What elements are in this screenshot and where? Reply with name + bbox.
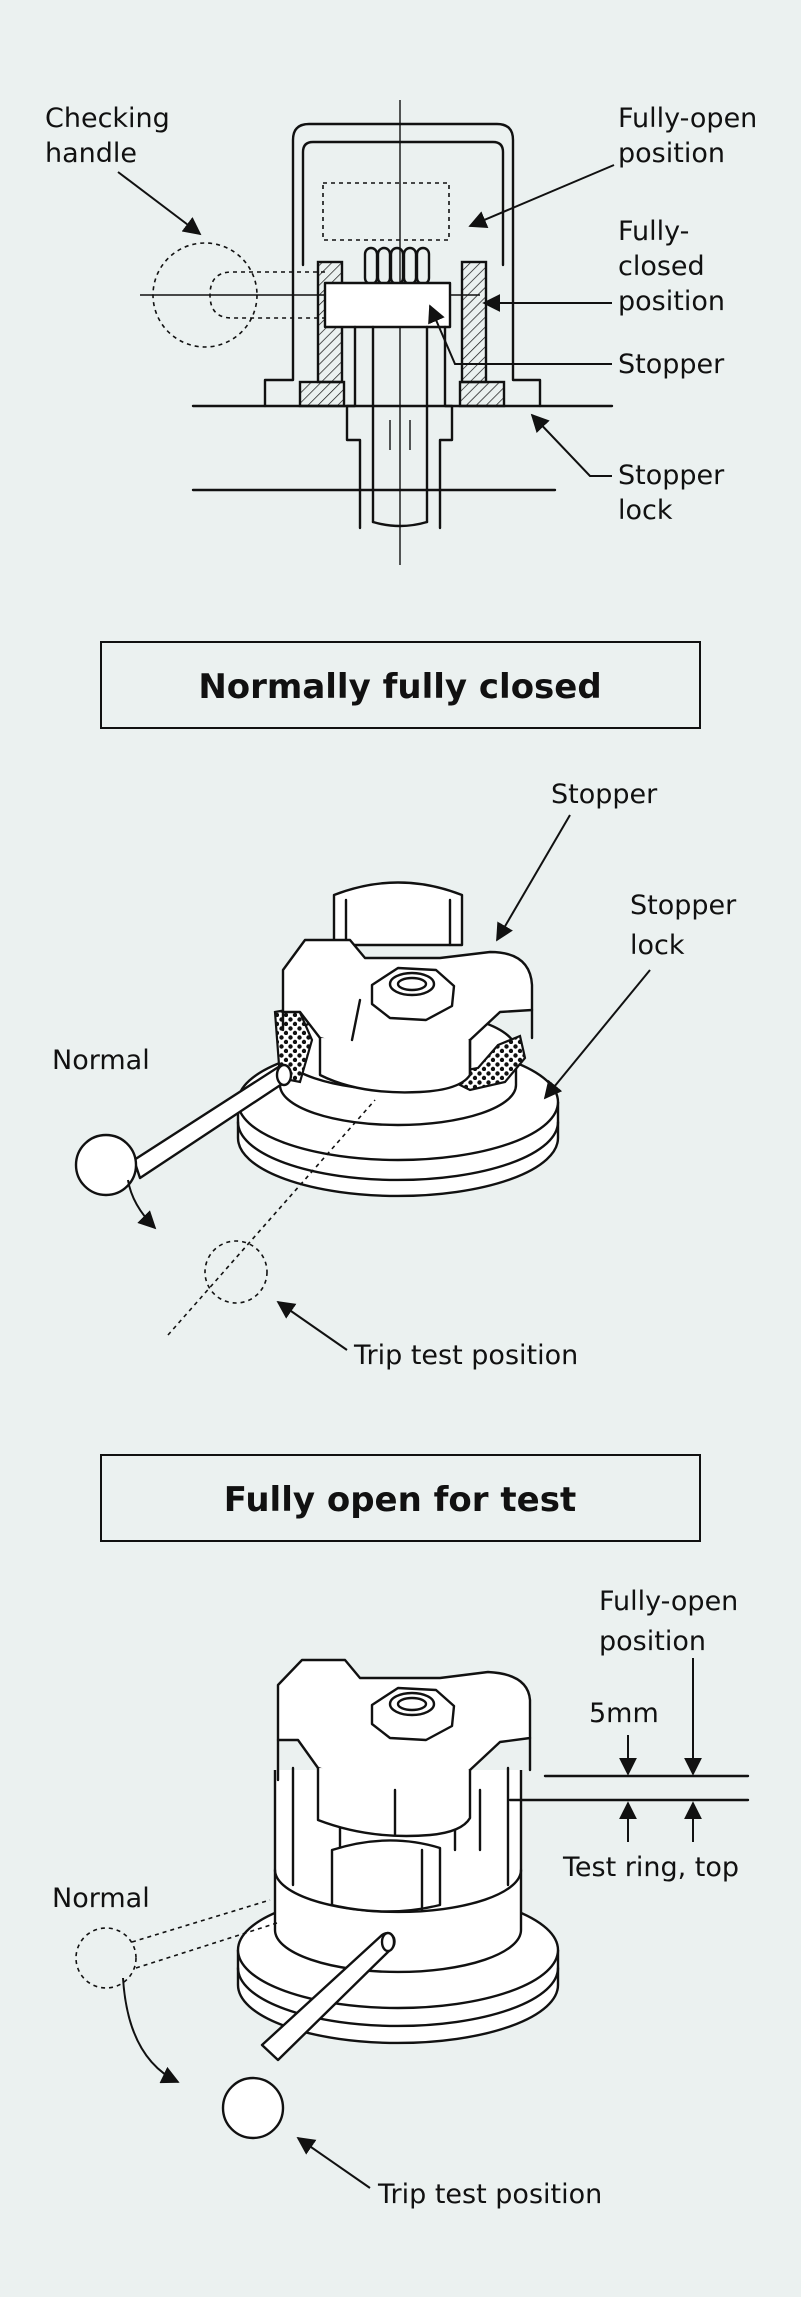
label-checking-handle-2: handle (45, 138, 137, 169)
lever-ball-open (221, 2076, 285, 2140)
base-disc-ring (236, 1120, 560, 1182)
top-handle (332, 881, 464, 947)
housing-outline (263, 122, 542, 408)
valve-stem (345, 325, 454, 530)
housing-inner (301, 140, 505, 267)
label-normal-open: Normal (52, 1883, 150, 1914)
title-fully-open-for-test: Fully open for test (224, 1480, 576, 1520)
leader-fully-open (468, 164, 615, 228)
valve-closed-drawing (74, 881, 560, 1336)
left-flange (298, 380, 346, 408)
label-fully-closed-1: Fully- (618, 216, 689, 247)
label-stopper-lock-1: Stopper (618, 460, 725, 491)
leader-trip-test-closed (276, 1300, 348, 1351)
label-fully-open-1: Fully-open (618, 103, 757, 134)
leader-checking-handle (117, 171, 202, 236)
right-flange (458, 380, 506, 408)
label-fully-open-2: position (618, 138, 725, 169)
label-stopper-lock-closed-2: lock (630, 930, 685, 961)
label-gap-5mm: 5mm (589, 1698, 659, 1729)
rotate-arrow-closed (127, 1179, 157, 1230)
leader-stopper (428, 304, 612, 365)
rotate-arrow-open (122, 1977, 180, 2084)
title-normally-fully-closed: Normally fully closed (198, 667, 601, 707)
label-trip-test-closed: Trip test position (353, 1340, 578, 1371)
leader-stopper-closed (496, 814, 571, 942)
label-fully-closed-2: closed (618, 251, 705, 282)
title-box-open (100, 1454, 701, 1542)
cross-section-drawing (140, 100, 614, 565)
lever-ball (74, 1133, 138, 1197)
stopper-front (318, 1038, 472, 1094)
trip-position-ghost (204, 1240, 268, 1304)
label-normal-closed: Normal (52, 1045, 150, 1076)
label-fully-open-test-2: position (599, 1626, 706, 1657)
leader-trip-test-open (296, 2136, 371, 2189)
label-trip-test-open: Trip test position (377, 2179, 602, 2210)
leader-stopper-lock (530, 413, 612, 477)
label-fully-closed-3: position (618, 286, 725, 317)
fully-open-marker (322, 182, 450, 241)
stem-shaft (371, 325, 429, 524)
checking-handle-circle (152, 242, 258, 348)
label-stopper-closed: Stopper (551, 779, 658, 810)
title-box-closed (100, 641, 701, 729)
leader-stopper-lock-closed (543, 969, 651, 1100)
label-stopper-lock-2: lock (618, 495, 673, 526)
normal-position-ghost (75, 1927, 137, 1989)
label-fully-open-test-1: Fully-open (599, 1586, 738, 1617)
valve-open-drawing (75, 1658, 750, 2140)
label-checking-handle-1: Checking (45, 103, 170, 134)
stopper-block (323, 281, 452, 329)
label-stopper-lock-closed-1: Stopper (630, 890, 737, 921)
stem-end (371, 520, 429, 528)
label-stopper: Stopper (618, 349, 725, 380)
spring-coils (363, 246, 431, 286)
raised-stopper (330, 1839, 442, 1913)
checking-handle-arm (209, 271, 325, 319)
label-test-ring-top: Test ring, top (562, 1852, 739, 1883)
